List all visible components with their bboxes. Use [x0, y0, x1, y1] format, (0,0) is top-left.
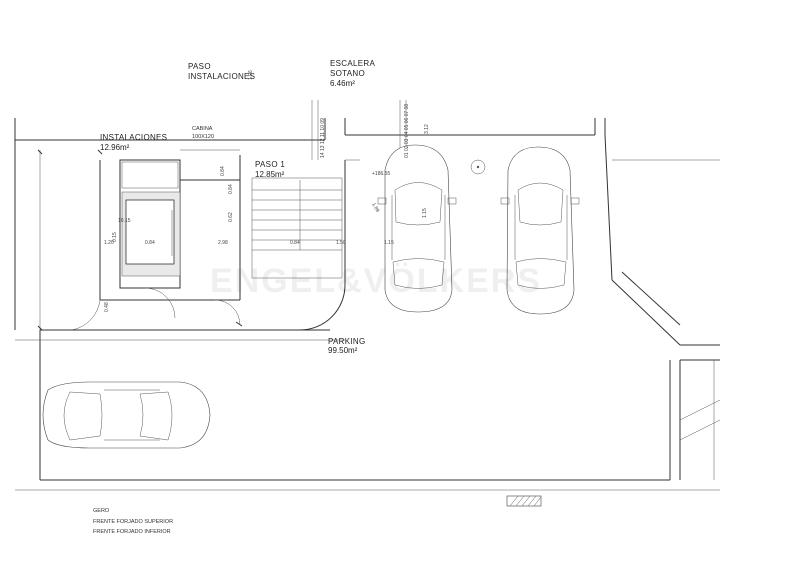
stair-numbers-right: 01 02 03 04 05 06 07 08 — [404, 104, 410, 158]
watermark: ENGEL&VÖLKERS — [210, 262, 542, 300]
dim-010: 10.15 — [118, 218, 131, 224]
car-bottom — [42, 381, 211, 449]
instalaciones-label: INSTALACIONES — [100, 133, 167, 142]
parking-area: 99.50m² — [328, 346, 358, 355]
dim-298: 2.98 — [218, 240, 228, 246]
outer-walls — [14, 118, 721, 491]
escalera-label-1: ESCALERA — [330, 59, 375, 68]
paso-code: 1.06 — [248, 70, 254, 80]
dim-189: 1.89 — [370, 202, 380, 214]
stair-count-marks — [311, 100, 407, 160]
dim-312: 3.12 — [424, 124, 430, 134]
legend-item-frente-superior: FRENTE FORJADO SUPERIOR — [93, 519, 173, 525]
dim-084c: 0.84 — [145, 240, 155, 246]
parking-label: PARKING — [328, 337, 366, 346]
car-top-1 — [377, 144, 457, 313]
paso-instalaciones-label-2: INSTALACIONES — [188, 72, 255, 81]
column-marks — [37, 149, 243, 331]
dim-084d: 0.84 — [228, 184, 234, 194]
legend-item-gero: GERO — [93, 508, 110, 514]
instalaciones-area: 12.96m² — [100, 143, 130, 152]
legend-hatch-swatch — [506, 495, 542, 507]
stair-numbers-left: 14 13 12 11 10 09 — [320, 118, 326, 158]
floor-drain-icon — [470, 159, 486, 175]
dim-048: 0.48 — [104, 302, 110, 312]
car-top-2 — [500, 146, 580, 315]
dim-150: 1.50 — [336, 240, 346, 246]
cabina-label: CABINA — [192, 126, 213, 132]
dim-084b: 0.84 — [290, 240, 300, 246]
instalaciones-block — [15, 149, 345, 341]
legend-item-frente-inferior: FRENTE FORJADO INFERIOR — [93, 529, 171, 535]
dim-084a: 0.84 — [220, 166, 226, 176]
level-mark: +186.55 — [372, 171, 390, 177]
stairs — [251, 159, 360, 331]
dim-115b: 1.15 — [384, 240, 394, 246]
dim-015: 0.15 — [112, 232, 118, 242]
dim-115a: 1.15 — [422, 208, 428, 218]
dim-062: 0.62 — [228, 212, 234, 222]
dim-120: 1.20 — [104, 240, 114, 246]
paso1-label: PASO 1 — [255, 160, 285, 169]
paso-instalaciones-label-1: PASO — [188, 62, 211, 71]
cabina-size: 100X120 — [192, 134, 214, 140]
paso1-area: 12.85m² — [255, 170, 285, 179]
escalera-area: 6.46m² — [330, 79, 355, 88]
escalera-label-2: SOTANO — [330, 69, 365, 78]
